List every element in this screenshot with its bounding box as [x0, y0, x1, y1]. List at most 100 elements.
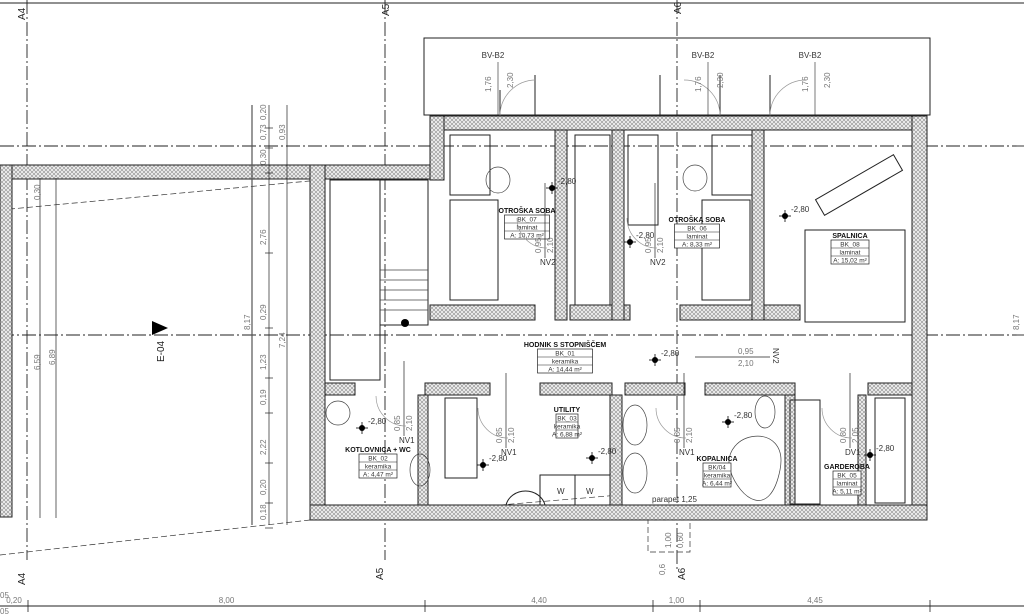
- dimension-bottom: 4,45: [807, 596, 823, 605]
- level-mark: -2,80: [779, 205, 810, 222]
- room-code: BK_05: [837, 473, 857, 480]
- window-sill: 1,76: [694, 76, 703, 92]
- room-area: A: 15,02 m²: [833, 258, 867, 265]
- level-value: -2,80: [558, 177, 577, 186]
- level-mark: -2,80: [586, 447, 617, 464]
- room-code: BK_01: [555, 351, 575, 358]
- level-mark: -2,80: [649, 349, 680, 366]
- room-area: A: 6,44 m²: [702, 481, 733, 488]
- door-width: 0,95: [534, 237, 543, 253]
- window-tag: BV-B22,301,76: [692, 51, 725, 116]
- room-floor: laminat: [837, 481, 858, 488]
- room-area: A: 6,88 m²: [552, 432, 583, 439]
- parapet-label: parapet 1,25: [652, 495, 697, 504]
- door-type: NV1: [679, 448, 695, 457]
- room-floor: keramika: [552, 359, 579, 366]
- door-height: 2,10: [685, 427, 694, 443]
- dimension-chain: 2,76: [259, 229, 268, 245]
- room-area: A: 4,47 m²: [363, 472, 394, 479]
- level-mark: -2,80: [722, 411, 753, 428]
- dimension-chain: 0,73: [259, 124, 268, 140]
- room-code: BK_07: [517, 217, 537, 224]
- room-area: A: 14,44 m²: [548, 367, 582, 374]
- window-type: BV-B2: [482, 51, 505, 60]
- door-height: 2,10: [738, 359, 754, 368]
- door-type: NV1: [399, 436, 415, 445]
- room-floor: keramika: [704, 473, 731, 480]
- window-tag: BV-B22,301,76: [799, 51, 832, 116]
- small-window-height: 1,00: [664, 532, 673, 548]
- level-mark: -2,80: [356, 417, 387, 434]
- door-width: 0,85: [673, 427, 682, 443]
- room-name: OTROŠKA SOBA: [499, 206, 556, 215]
- dimension-total: 8,17: [243, 314, 252, 330]
- dimension-chain: 0,19: [259, 389, 268, 405]
- level-mark: -2,80: [477, 454, 508, 471]
- dimension-bottom: 4,40: [531, 596, 547, 605]
- door-type: NV2: [650, 258, 666, 267]
- window-tag: BV-B2 2,30 1,76: [482, 51, 515, 116]
- furniture: W W: [325, 134, 906, 506]
- right-edge-dimension: 8,17: [1012, 314, 1021, 330]
- door-width: 0,85: [495, 427, 504, 443]
- dimension-chain: 0,29: [259, 304, 268, 320]
- dimension-chain: 2,22: [259, 439, 268, 455]
- room-floor: laminat: [687, 234, 708, 241]
- door-tag: 0,95 2,10 NV2: [695, 347, 780, 368]
- door-type: NV2: [771, 348, 780, 364]
- level-value: -2,80: [489, 454, 508, 463]
- door-height: 2,10: [405, 415, 414, 431]
- room-name: HODNIK S STOPNIŠČEM: [524, 340, 606, 349]
- window-type: BV-B2: [799, 51, 822, 60]
- axis-label-a4-bottom: A4: [17, 572, 28, 585]
- dimension-left: 0,30: [33, 184, 42, 200]
- room-name: UTILITY: [554, 407, 581, 414]
- room-code: BK_02: [368, 456, 388, 463]
- room-code: BK_03: [557, 416, 577, 423]
- room-name: SPALNICA: [832, 233, 867, 240]
- axis-label-a5-top: A5: [381, 3, 392, 16]
- dimension-chain: 0,30: [259, 149, 268, 165]
- room-name: OTROŠKA SOBA: [669, 215, 726, 224]
- door-width: 0,80: [839, 427, 848, 443]
- window-sill: 1,76: [801, 76, 810, 92]
- window-height: 2,30: [506, 72, 515, 88]
- room-name: KOPALNICA: [696, 456, 737, 463]
- room-area: A: 5,11 m²: [832, 489, 862, 496]
- room-code: BK_08: [840, 242, 860, 249]
- door-width: 0,95: [738, 347, 754, 356]
- axis-label-a4-top: A4: [17, 7, 28, 20]
- window-sill: 1,76: [484, 76, 493, 92]
- level-mark: -2,80: [624, 231, 655, 248]
- dimension-left: 6,89: [48, 349, 57, 365]
- door-type: NV2: [540, 258, 556, 267]
- level-value: -2,80: [876, 444, 895, 453]
- axis-label-a6-top: A6: [673, 1, 684, 14]
- level-mark: -2,80: [546, 177, 577, 194]
- washer-label: W: [586, 487, 594, 496]
- level-value: -2,80: [661, 349, 680, 358]
- dimension-bottom: 0,20: [6, 596, 22, 605]
- room-code: BK_06: [687, 226, 707, 233]
- section-marker-label: E-04: [156, 340, 167, 362]
- dimension-total: 0,93: [278, 124, 287, 140]
- level-mark: -2,80: [864, 444, 895, 461]
- window-type: BV-B2: [692, 51, 715, 60]
- washer-label: W: [557, 487, 565, 496]
- room-floor: laminat: [517, 225, 538, 232]
- corner-dimension: 05: [0, 591, 9, 600]
- dimension-chain: 0,20: [259, 479, 268, 495]
- room-area: A: 10,73 m²: [510, 233, 544, 240]
- door-height: 2,10: [656, 237, 665, 253]
